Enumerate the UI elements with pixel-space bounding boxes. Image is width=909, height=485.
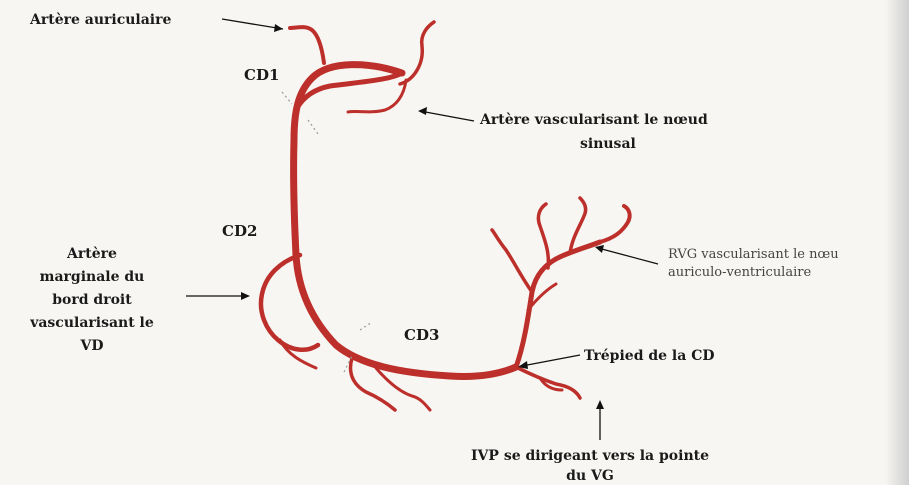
cd1-marker-bottom bbox=[308, 120, 318, 134]
sinus-arrowhead bbox=[418, 107, 427, 115]
labels: Artère auriculaire CD1 CD2 CD3 Artère va… bbox=[29, 12, 839, 484]
cd1-marker-top bbox=[282, 92, 292, 104]
sinus-node-artery bbox=[400, 22, 434, 84]
page-edge-shadow bbox=[885, 0, 909, 485]
label-ivp-line2: du VG bbox=[566, 468, 614, 484]
right-coronary-artery bbox=[261, 22, 630, 410]
rvg-branch-far-right bbox=[600, 206, 630, 242]
label-marginal-line4: vascularisant le bbox=[29, 315, 154, 331]
label-auricular-artery: Artère auriculaire bbox=[29, 12, 172, 28]
rvg-branch-right-upper bbox=[570, 198, 586, 253]
label-rvg-line1: RVG vascularisant le nœu bbox=[668, 247, 839, 262]
label-rvg-line2: auriculo-ventriculaire bbox=[668, 265, 811, 280]
rvg-arrowhead bbox=[595, 245, 604, 253]
label-ivp-line1: IVP se dirigeant vers la pointe bbox=[471, 448, 709, 464]
label-marginal-line1: Artère bbox=[66, 246, 117, 262]
trepied-arrow bbox=[522, 355, 580, 366]
auricular-arrow bbox=[222, 19, 283, 29]
marginal-arrowhead bbox=[241, 292, 250, 300]
label-cd1: CD1 bbox=[244, 66, 279, 84]
cd3-marker bbox=[360, 322, 372, 330]
ivp-arrowhead bbox=[596, 400, 604, 409]
label-sinus-node-line2: sinusal bbox=[580, 136, 636, 152]
rvg-branch-upper-mid bbox=[538, 204, 548, 268]
auricular-artery bbox=[290, 27, 324, 63]
sinus-arrow bbox=[420, 111, 474, 121]
label-marginal-line5: VD bbox=[79, 338, 103, 354]
label-trepied: Trépied de la CD bbox=[584, 348, 714, 364]
label-sinus-node-line1: Artère vascularisant le nœud bbox=[479, 112, 708, 128]
auricular-arrowhead bbox=[274, 24, 283, 32]
posterior-interventricular-artery bbox=[516, 367, 580, 398]
label-cd3: CD3 bbox=[404, 326, 439, 344]
label-cd2: CD2 bbox=[222, 222, 257, 240]
rvg-arrow bbox=[598, 248, 658, 264]
label-marginal-line3: bord droit bbox=[52, 292, 132, 308]
label-marginal-line2: marginale du bbox=[40, 269, 145, 285]
rvg-branch-upper-left bbox=[492, 230, 532, 292]
